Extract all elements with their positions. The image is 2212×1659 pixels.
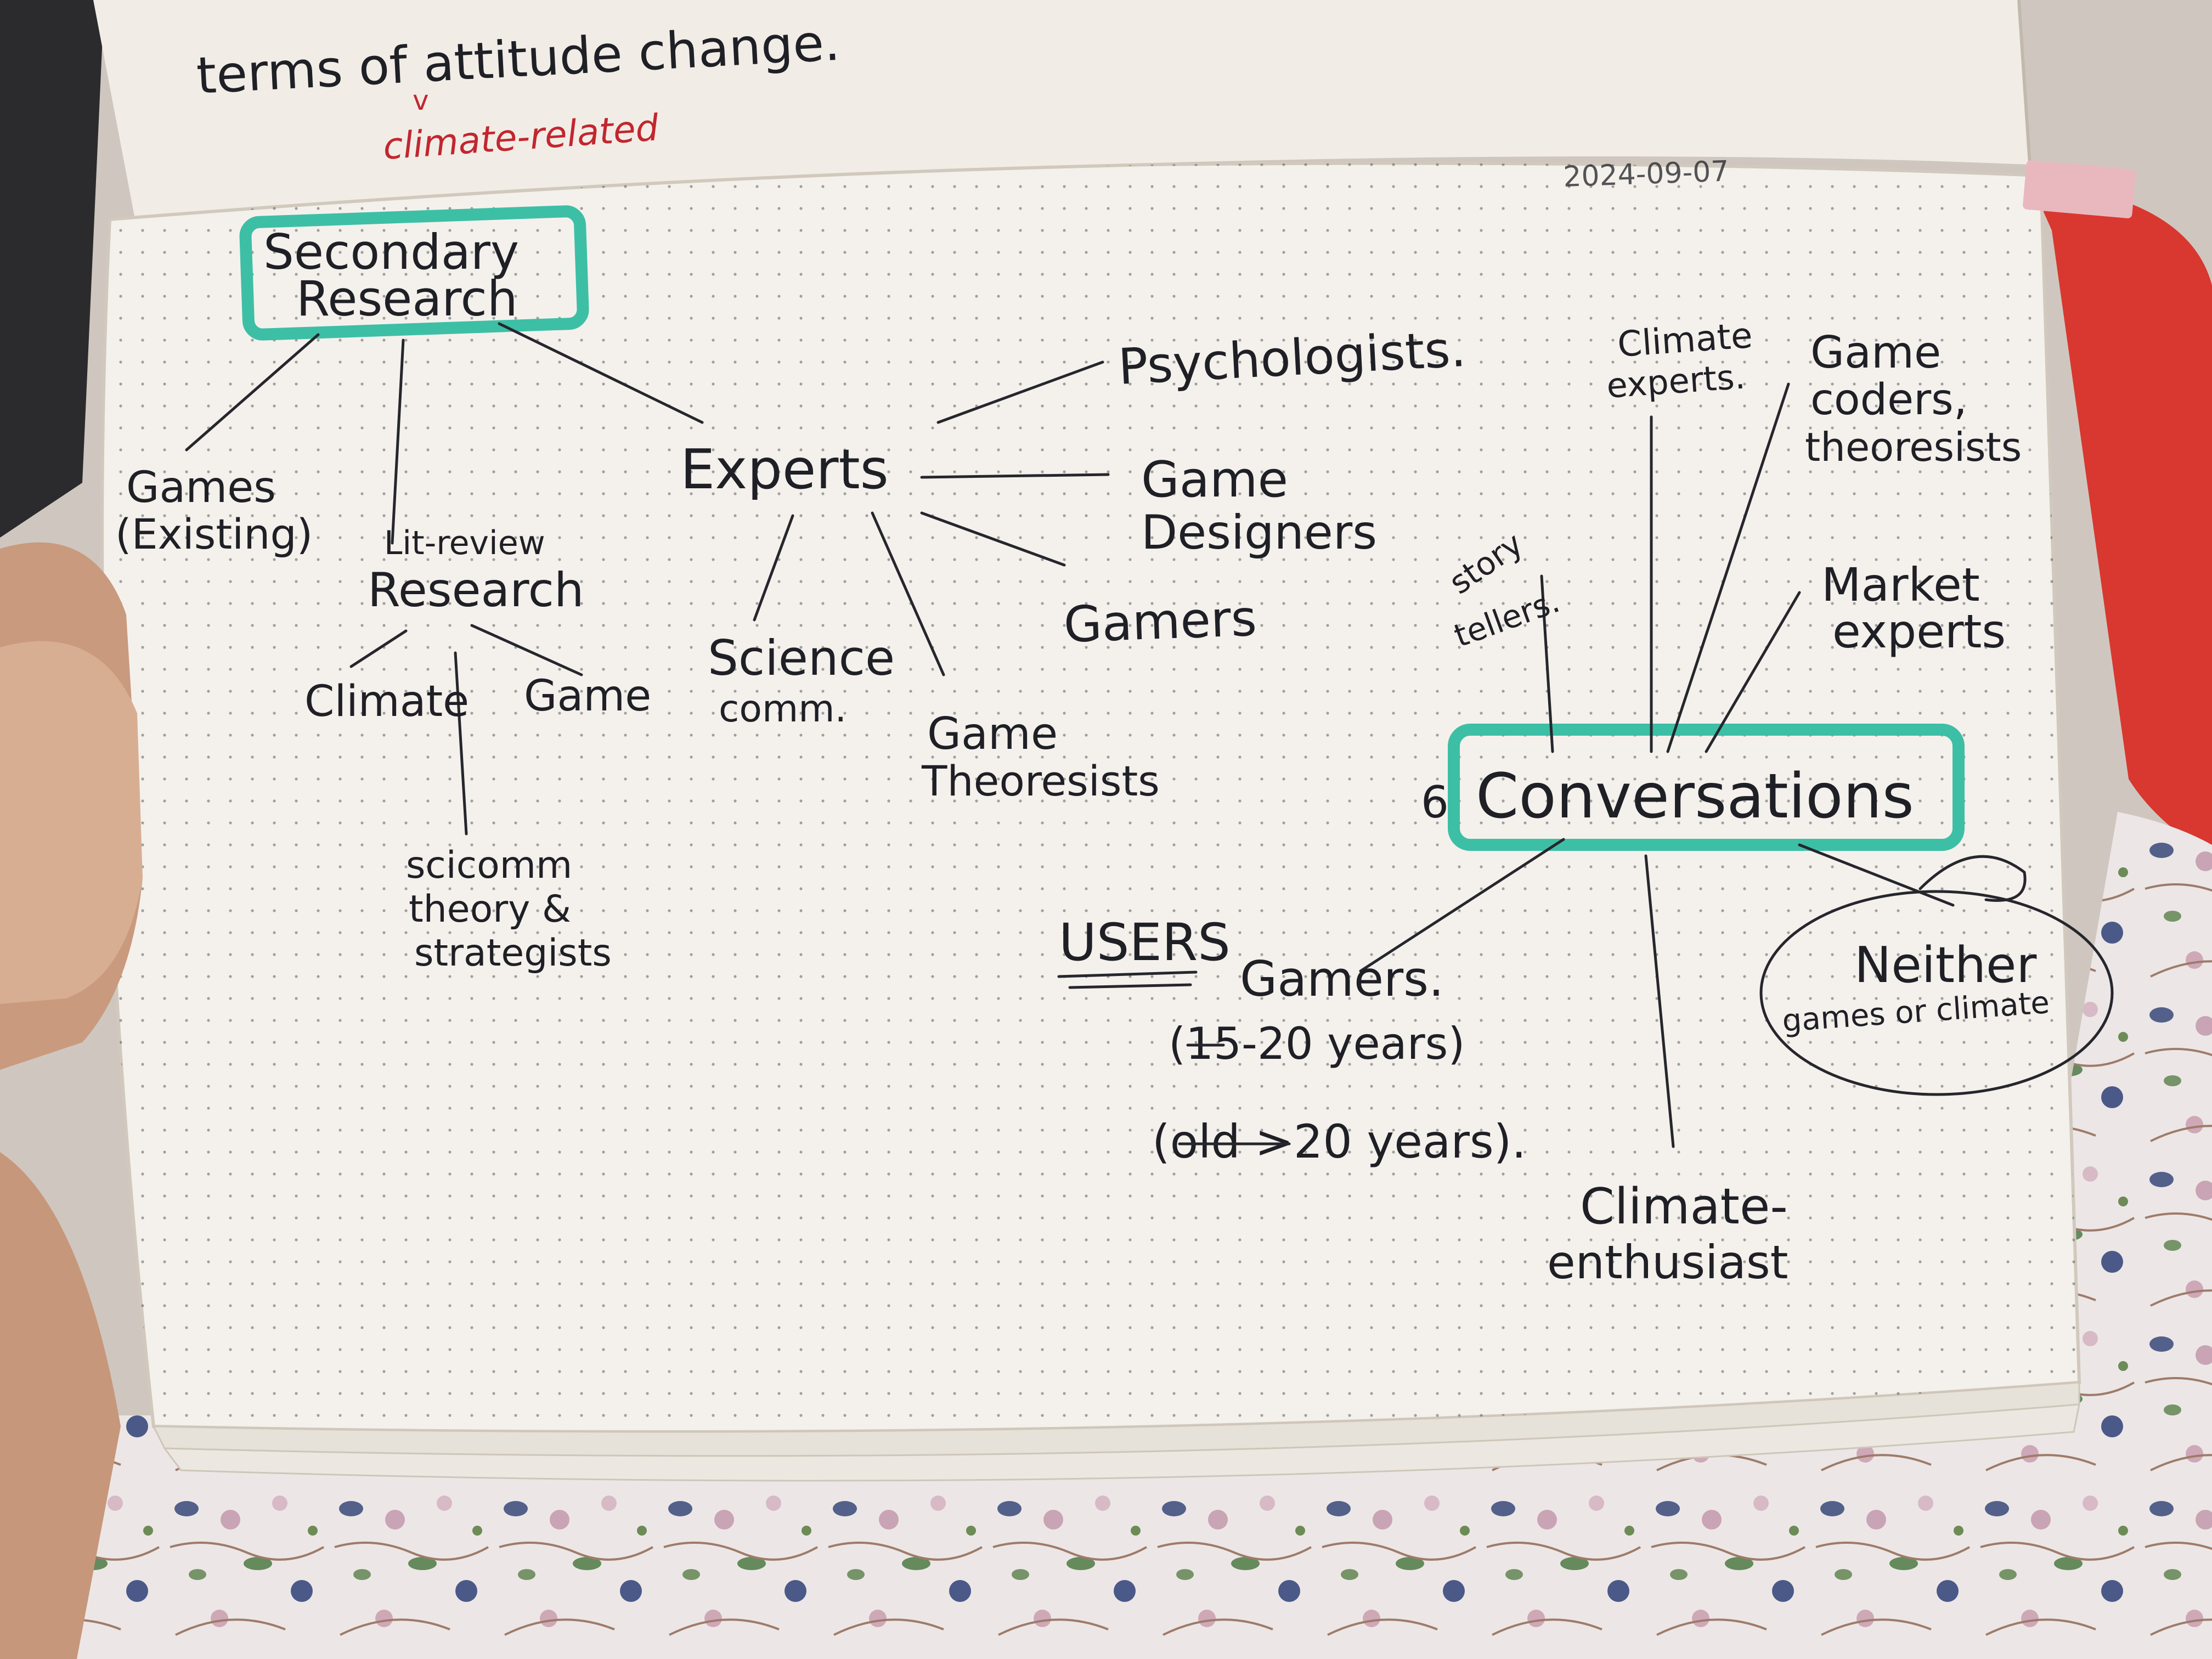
experts-label: Experts — [680, 437, 889, 501]
connector-line — [498, 322, 704, 424]
conversations-highlight — [1448, 724, 1965, 851]
connector-line — [1540, 574, 1554, 753]
users-gamers: Gamers. — [1240, 951, 1444, 1007]
research-climate: Climate — [304, 677, 469, 726]
secondary-research-label-line1: Secondary — [263, 224, 519, 280]
experts-gamers: Gamers — [1063, 590, 1257, 654]
climate-experts-line1: Climate — [1616, 315, 1754, 365]
scicomm-line1: scicomm — [406, 844, 572, 887]
connector-line — [920, 511, 1066, 567]
games-existing-line1: Games — [126, 463, 276, 512]
connector-line — [920, 473, 1110, 479]
connector-line — [936, 360, 1104, 424]
users-underline — [1068, 983, 1192, 989]
neither-circle — [1759, 890, 2114, 1096]
users-label: USERS — [1059, 913, 1231, 973]
connector-line — [1798, 843, 1955, 907]
connector-line — [391, 338, 405, 545]
secondary-research-highlight — [239, 205, 589, 341]
connector-line — [470, 624, 583, 676]
scicomm-line2: theory & — [409, 888, 571, 931]
scicomm-line3: strategists — [414, 932, 612, 975]
conversations-label: Conversations — [1476, 761, 1914, 832]
connector-line — [454, 651, 468, 836]
neither-arrow — [1918, 855, 2027, 902]
experts-game-designers-line1: Game — [1141, 451, 1288, 509]
game-coders-line1: Game — [1810, 327, 1941, 378]
climate-experts-line2: experts. — [1605, 356, 1747, 405]
experts-game-theorists-line2: Theoresists — [921, 757, 1160, 805]
connector-line — [349, 629, 408, 668]
secondary-research-label-line2: Research — [296, 270, 518, 327]
conversations-bullet: 6 — [1421, 777, 1449, 828]
experts-game-theorists-line1: Game — [927, 708, 1058, 759]
connector-line — [185, 333, 320, 452]
research-label: Research — [368, 563, 584, 618]
users-old-range: (old >20 years). — [1152, 1115, 1526, 1169]
market-experts-line2: experts — [1832, 605, 2006, 658]
connector-line — [753, 514, 794, 622]
insert-caret: v — [413, 84, 429, 116]
connector-line — [871, 511, 945, 676]
experts-game-designers-line2: Designers — [1141, 505, 1377, 560]
market-experts-line1: Market — [1821, 558, 1980, 612]
connector-line — [1359, 838, 1565, 973]
connector-line — [1644, 854, 1675, 1148]
games-existing-line2: (Existing) — [115, 510, 313, 558]
users-underline — [1057, 970, 1198, 978]
experts-science-comm-line1: Science — [708, 630, 895, 686]
lit-review-label: Lit-review — [384, 524, 545, 562]
page-date: 2024-09-07 — [1562, 155, 1729, 194]
connector-line — [1705, 591, 1801, 753]
research-game: Game — [524, 672, 651, 721]
connector-line — [1666, 382, 1790, 753]
climate-enthusiast-line2: enthusiast — [1547, 1235, 1788, 1289]
neither-line1: Neither — [1854, 936, 2036, 994]
game-coders-line2: coders, — [1810, 375, 1967, 425]
game-coders-line3: theoresists — [1805, 424, 2022, 470]
climate-enthusiast-line1: Climate- — [1580, 1178, 1788, 1235]
experts-science-comm-line2: comm. — [719, 687, 847, 731]
